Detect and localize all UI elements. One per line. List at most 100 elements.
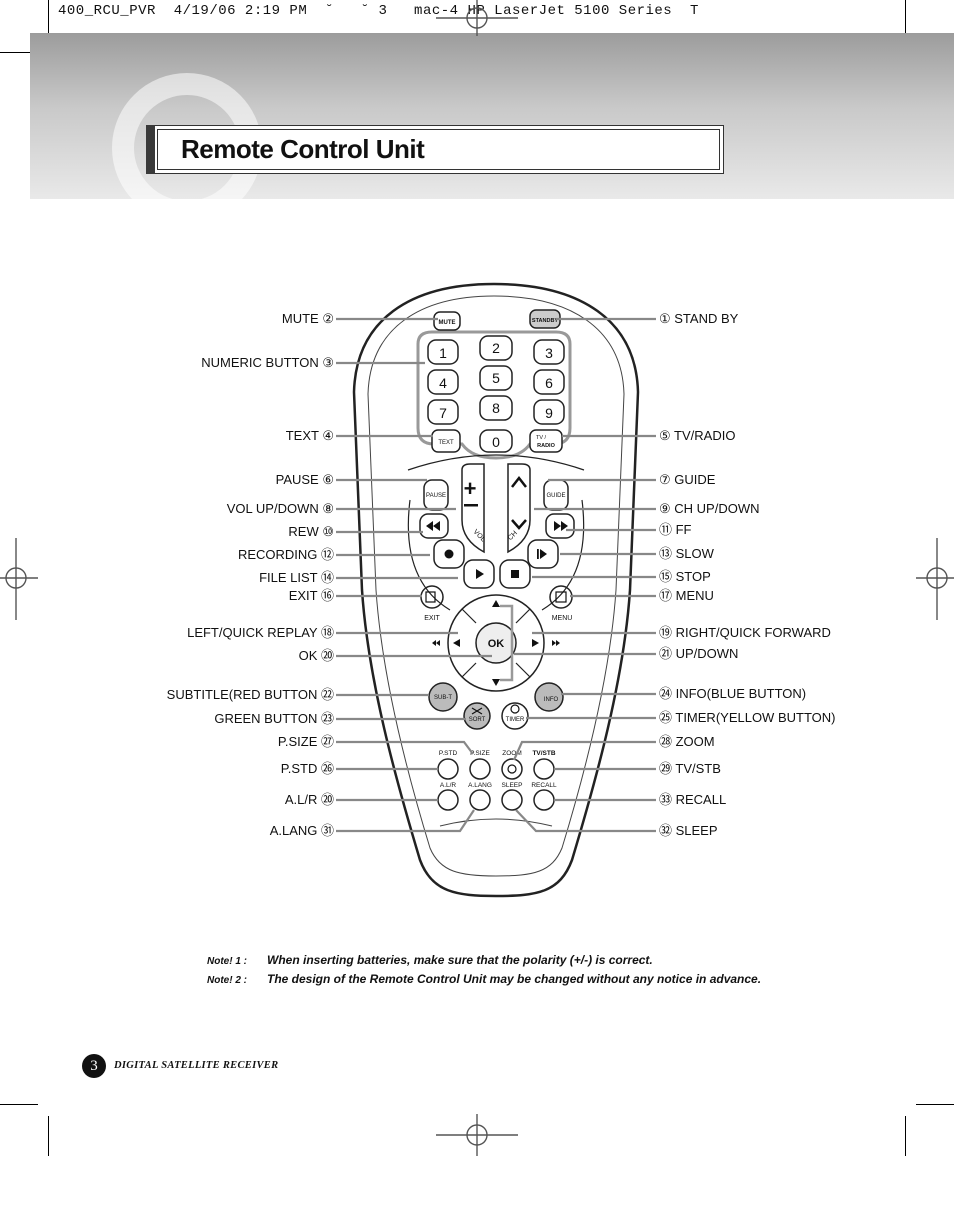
sort-icon — [471, 707, 483, 715]
crop-mark — [0, 1104, 38, 1105]
note-1-text: When inserting batteries, make sure that… — [267, 953, 653, 967]
quick-forward-icon — [552, 640, 560, 646]
stop-icon — [511, 570, 519, 578]
note-1-key: Note! 1 : — [207, 956, 247, 967]
exit-key-label: EXIT — [424, 615, 440, 622]
nav-divider — [515, 662, 531, 678]
recall-key-label: RECALL — [531, 782, 557, 789]
label-tvstb: ㉙ TV/STB — [659, 761, 721, 776]
label-ff: ⑪ FF — [659, 522, 692, 537]
alr-button — [437, 789, 459, 811]
sleep-button — [501, 789, 523, 811]
crop-mark — [0, 52, 38, 53]
alr-key-label: A.L/R — [440, 782, 457, 789]
label-stop: ⑮ STOP — [659, 569, 711, 584]
zoom-icon — [507, 764, 517, 774]
transport-arc — [407, 499, 451, 611]
menu-key-label: MENU — [552, 615, 573, 622]
label-text: TEXT ④ — [285, 428, 334, 443]
quick-replay-icon — [432, 640, 440, 646]
digit-7-button — [427, 399, 459, 425]
slow-icon — [540, 549, 547, 559]
label-file-list: FILE LIST ⑭ — [259, 570, 334, 585]
chevron-down-icon — [511, 519, 527, 530]
label-subtitle-red: SUBTITLE(RED BUTTON ㉒ — [166, 687, 334, 702]
tvstb-key-label: TV/STB — [532, 750, 555, 757]
arrow-up-icon — [492, 600, 500, 607]
transport-arc-top — [407, 454, 585, 471]
arrow-down-icon — [492, 679, 500, 686]
label-alang: A.LANG ㉛ — [269, 823, 334, 838]
pause-key-label: PAUSE — [426, 493, 446, 499]
menu-button — [549, 585, 573, 609]
leader-alang — [336, 809, 475, 833]
key-4-label: 4 — [439, 375, 447, 391]
sleep-key-label: SLEEP — [502, 782, 523, 789]
leader-sleep — [515, 809, 656, 833]
label-guide: ⑦ GUIDE — [659, 472, 716, 487]
page-number: 3 — [82, 1054, 106, 1078]
key-6-label: 6 — [545, 375, 553, 391]
plus-icon: + — [464, 476, 477, 501]
transport-arc — [541, 499, 585, 611]
vol-rocker — [461, 463, 485, 554]
play-icon — [476, 569, 484, 579]
slow-bar-icon — [537, 549, 539, 559]
key-7-label: 7 — [439, 405, 447, 421]
info-key-label: INFO — [544, 697, 559, 703]
tvradio-key-label-1: TV / — [536, 435, 547, 441]
recall-button — [533, 789, 555, 811]
chevron-up-icon — [511, 475, 527, 488]
digit-3-button — [533, 339, 565, 365]
tvradio-button — [529, 429, 563, 453]
label-green-button: GREEN BUTTON ㉓ — [214, 711, 334, 726]
label-rew: REW ⑩ — [288, 524, 334, 539]
label-numeric-button: NUMERIC BUTTON ③ — [201, 355, 334, 370]
label-zoom: ㉘ ZOOM — [659, 734, 715, 749]
key-5-label: 5 — [492, 370, 500, 386]
fast-forward-icon — [554, 521, 568, 531]
psize-button — [469, 758, 491, 780]
info-blue-button — [534, 682, 564, 712]
label-psize: P.SIZE ㉗ — [277, 734, 334, 749]
title-box-inner — [157, 129, 720, 170]
zoom-button — [501, 758, 523, 780]
key-1-label: 1 — [439, 345, 447, 361]
mute-key-label: MUTE — [439, 320, 456, 326]
label-pause: PAUSE ⑥ — [275, 472, 334, 487]
arrow-left-icon — [453, 639, 460, 647]
label-right-quick-forward: ⑲ RIGHT/QUICK FORWARD — [659, 625, 831, 640]
digit-4-button — [427, 369, 459, 395]
zoom-key-label: ZOOM — [502, 750, 522, 757]
sort-green-button — [463, 702, 491, 730]
mute-button — [433, 311, 461, 331]
label-pstd: P.STD ㉖ — [280, 761, 334, 776]
tvradio-key-label-2: RADIO — [537, 443, 555, 449]
standby-key-label: STANDBY — [532, 318, 559, 324]
page-title: Remote Control Unit — [181, 134, 425, 164]
nav-divider — [461, 608, 477, 624]
exit-icon — [425, 591, 436, 603]
ok-key-label: OK — [488, 638, 505, 650]
leader-psize — [336, 740, 474, 755]
crop-mark — [916, 1104, 954, 1105]
note-2-key: Note! 2 : — [207, 975, 247, 986]
digit-9-button — [533, 399, 565, 425]
label-vol-updown: VOL UP/DOWN ⑧ — [226, 501, 334, 516]
crop-mark — [48, 1116, 49, 1156]
key-0-label: 0 — [492, 434, 500, 450]
ok-button — [475, 622, 517, 664]
tvstb-button — [533, 758, 555, 780]
digit-6-button — [533, 369, 565, 395]
label-info-blue: ㉔ INFO(BLUE BUTTON) — [659, 686, 807, 701]
crop-mark — [905, 0, 906, 38]
digit-8-button — [479, 395, 513, 421]
arrow-right-icon — [532, 639, 539, 647]
crop-mark — [905, 1116, 906, 1156]
menu-icon — [555, 591, 567, 603]
label-sleep: ㉜ SLEEP — [659, 823, 718, 838]
key-3-label: 3 — [545, 345, 553, 361]
label-alr: A.L/R ⑳ — [284, 792, 334, 807]
clock-icon — [510, 704, 520, 714]
minus-icon — [464, 504, 478, 507]
